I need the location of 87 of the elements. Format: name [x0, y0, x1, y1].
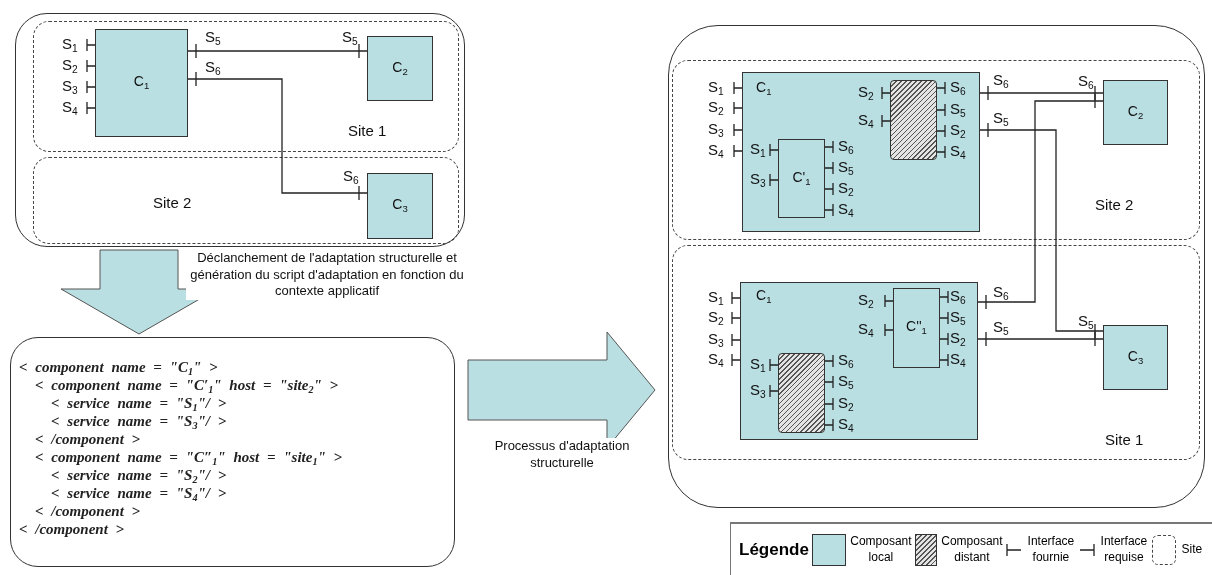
interface-label: S$_{4}$: [858, 320, 874, 340]
component-label: C$_{1}$: [133, 74, 150, 92]
component-label: C$_{2}$: [392, 59, 408, 78]
system-panel: [668, 25, 1205, 508]
interface-label: S$_{4}$: [708, 350, 724, 370]
interface-label: S$_{5}$: [993, 109, 1009, 129]
connector-line: [187, 71, 368, 201]
interface-label: S$_{6}$: [205, 58, 221, 78]
site-region: [33, 21, 459, 152]
site-region: [33, 157, 459, 244]
site-label: Site 1: [1105, 432, 1144, 449]
interface-label: S$_{3}$: [750, 170, 766, 190]
component-label: C$_{2}$: [1127, 103, 1144, 122]
code-line: < service name = "S$_{3}$"/ >: [50, 412, 228, 430]
interface-label: S$_{4}$: [950, 142, 966, 162]
interface-label: S$_{4}$: [708, 141, 724, 161]
interface-label: S$_{6}$: [950, 78, 966, 98]
interface-label: S$_{6}$: [1078, 72, 1094, 92]
site-label: Site 2: [153, 195, 192, 212]
interface-label: S$_{6}$: [838, 351, 854, 371]
interface-label: S$_{5}$: [993, 318, 1009, 338]
interface-label: S$_{5}$: [1078, 312, 1094, 332]
interface-label: S$_{2}$: [838, 394, 854, 414]
interface-label: S$_{2}$: [858, 83, 874, 103]
connector-line: [187, 43, 368, 59]
interface-label: S$_{2}$: [62, 56, 78, 76]
site-region: [672, 60, 1200, 240]
interface-label: S$_{5}$: [342, 28, 358, 48]
code-line: < service name = "S$_{1}$"/ >: [50, 394, 228, 412]
interface-label: S$_{5}$: [838, 372, 854, 392]
site-region: [672, 245, 1200, 460]
code-line: < component name = "C′$_{1}$" host = "site$_{2}$" >: [34, 376, 340, 394]
legend-title: Légende: [739, 539, 809, 560]
interface-label: S$_{2}$: [708, 308, 724, 328]
site-label: Site 1: [348, 123, 387, 140]
interface-label: S$_{6}$: [343, 167, 359, 187]
interface-label: S$_{3}$: [62, 77, 78, 97]
interface-label: S$_{6}$: [993, 283, 1009, 303]
interface-label: S$_{2}$: [950, 329, 966, 349]
interface-label: S$_{1}$: [750, 140, 766, 160]
legend-label: Site: [1180, 541, 1204, 558]
legend-label: Composant local: [849, 533, 912, 566]
interface-label: S$_{4}$: [838, 415, 854, 435]
code-line: < /component >: [19, 520, 126, 538]
interface-label: S$_{6}$: [950, 287, 966, 307]
system-panel: [15, 13, 465, 247]
script-panel: [10, 337, 455, 567]
interface-label: S$_{5}$: [838, 158, 854, 178]
code-line: < service name = "S$_{2}$"/ >: [50, 466, 228, 484]
interface-label: S$_{5}$: [205, 28, 221, 48]
code-line: < service name = "S$_{4}$"/ >: [50, 484, 228, 502]
interface-label: S$_{2}$: [838, 179, 854, 199]
component-label: C$_{1}$: [756, 80, 772, 98]
code-line: < component name = "C″$_{1}$" host = "site$_{1}$" >: [34, 448, 344, 466]
interface-label: S$_{6}$: [838, 137, 854, 157]
connector-line: [977, 331, 1104, 347]
connector-line: [979, 85, 1104, 101]
interface-label: S$_{3}$: [708, 120, 724, 140]
interface-label: S$_{2}$: [858, 291, 874, 311]
component-label: C$_{1}$: [756, 288, 772, 306]
component-label: C'$_{1}$: [792, 169, 811, 188]
interface-label: S$_{5}$: [950, 308, 966, 328]
component-label: C$_{3}$: [392, 197, 408, 215]
interface-label: S$_{4}$: [950, 350, 966, 370]
interface-label: S$_{1}$: [708, 78, 724, 98]
interface-label: S$_{2}$: [950, 121, 966, 141]
component-label: C$_{3}$: [1127, 348, 1144, 367]
component-label: C''$_{1}$: [906, 319, 927, 337]
interface-label: S$_{3}$: [750, 381, 766, 401]
interface-label: S$_{4}$: [858, 111, 874, 131]
code-line: < component name = "C$_{1}$" >: [19, 358, 219, 376]
interface-label: S$_{1}$: [708, 288, 724, 308]
connector-line: [977, 93, 1104, 310]
interface-label: S$_{4}$: [62, 98, 78, 118]
interface-label: S$_{2}$: [708, 98, 724, 118]
legend-label: Composant distant: [940, 533, 1003, 566]
interface-label: S$_{6}$: [993, 71, 1009, 91]
legend-label: Interface fournie: [1026, 533, 1076, 566]
legend-label: Interface requise: [1099, 533, 1149, 566]
interface-label: S$_{1}$: [62, 35, 78, 55]
interface-label: S$_{1}$: [750, 355, 766, 375]
interface-label: S$_{3}$: [708, 330, 724, 350]
interface-label: S$_{4}$: [838, 200, 854, 220]
code-line: < /component >: [34, 430, 142, 448]
site-label: Site 2: [1095, 197, 1134, 214]
code-line: < /component >: [34, 502, 142, 520]
interface-label: S$_{5}$: [950, 100, 966, 120]
